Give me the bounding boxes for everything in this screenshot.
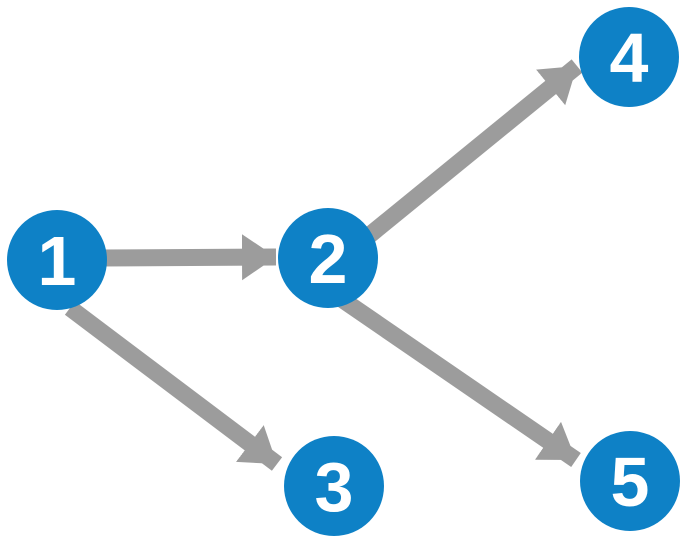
node-circle (580, 431, 680, 531)
node-circle (7, 210, 107, 310)
edge-2-5 (335, 290, 581, 468)
node-circle (579, 7, 679, 107)
edge-2-4 (349, 59, 583, 254)
node-circle (284, 436, 384, 536)
node-label: 5 (611, 443, 650, 521)
node-4: 4 (579, 7, 679, 107)
node-label: 3 (315, 448, 354, 526)
node-circle (278, 208, 378, 308)
node-1: 1 (7, 210, 107, 310)
node-2: 2 (278, 208, 378, 308)
edge-1-3 (64, 301, 283, 471)
node-label: 2 (309, 220, 348, 298)
edge-1-2 (99, 234, 277, 281)
node-3: 3 (284, 436, 384, 536)
node-5: 5 (580, 431, 680, 531)
node-label: 1 (38, 222, 77, 300)
node-label: 4 (610, 19, 649, 97)
